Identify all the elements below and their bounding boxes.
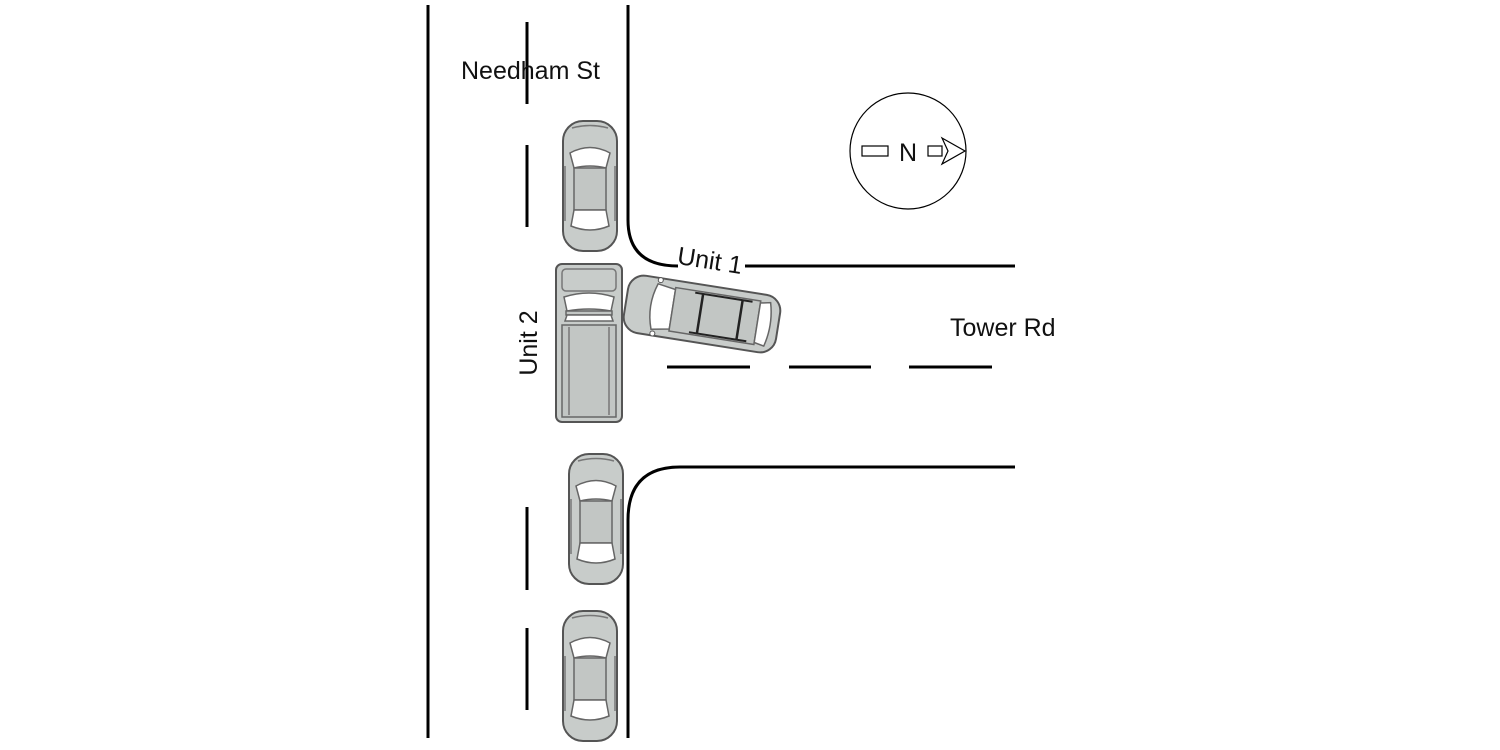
parked-car-south-1 xyxy=(568,453,624,585)
unit-1-label: Unit 1 xyxy=(675,242,744,280)
unit-1-vehicle xyxy=(622,274,782,354)
tower-rd-south-edge xyxy=(626,465,1015,738)
unit-2-label: Unit 2 xyxy=(515,310,543,375)
north-arrow-icon: N xyxy=(849,92,967,210)
unit-2-vehicle xyxy=(555,263,623,423)
needham-st-east-edge-north xyxy=(626,5,679,268)
parked-car-north xyxy=(562,120,618,252)
street-label-needham: Needham St xyxy=(461,57,600,85)
parked-car-south-2 xyxy=(562,610,618,742)
north-label: N xyxy=(899,139,917,167)
street-label-tower: Tower Rd xyxy=(950,314,1056,342)
